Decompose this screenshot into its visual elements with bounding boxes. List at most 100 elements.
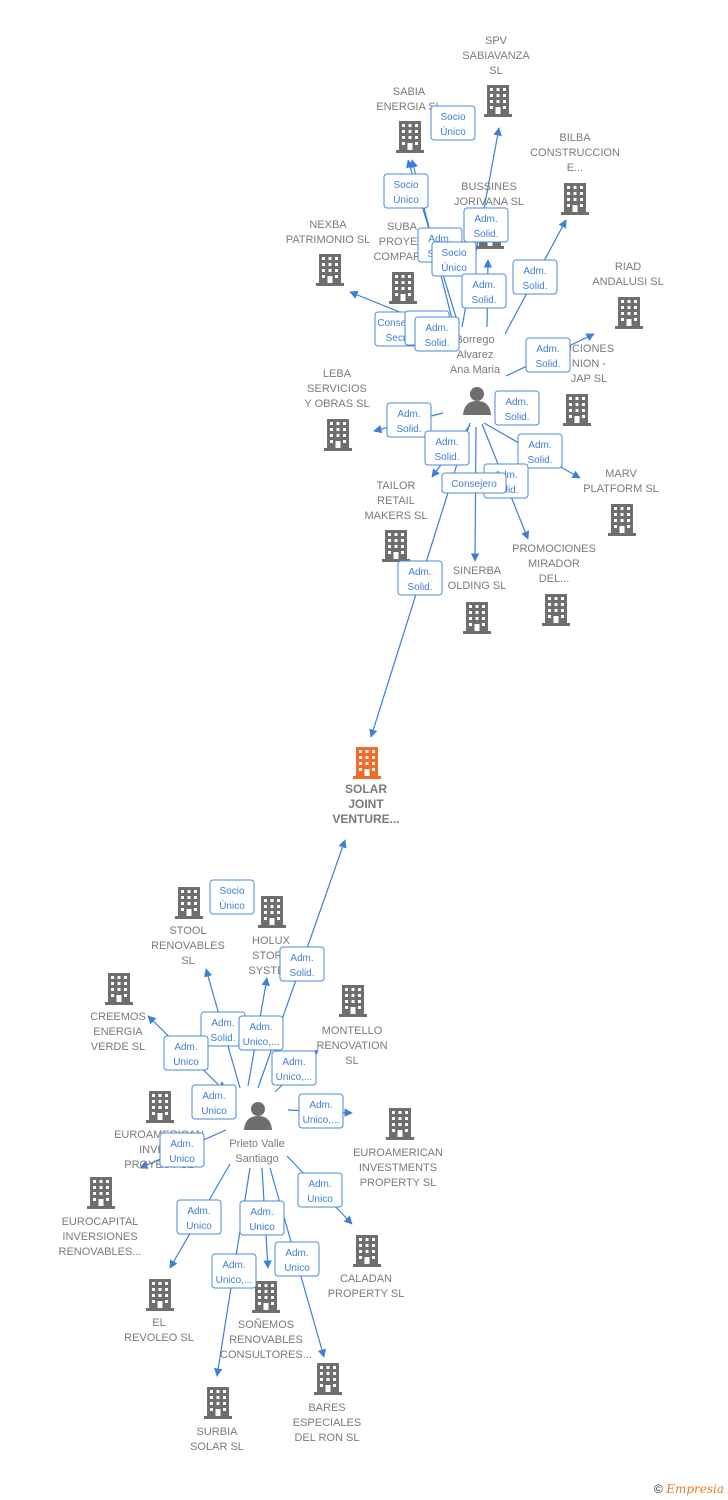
relation-label[interactable]: Adm.Unico — [163, 1035, 209, 1071]
node-bilba[interactable]: BILBACONSTRUCCIONE... — [530, 132, 620, 215]
relation-label[interactable]: Adm.Unico — [159, 1132, 205, 1168]
node-label: MAKERS SL — [365, 510, 428, 522]
node-label: INVERSIONES — [62, 1231, 137, 1243]
relation-box — [383, 173, 429, 209]
node-label: HOLUX — [252, 935, 291, 947]
node-label: SOLAR — [345, 782, 387, 796]
relation-box — [463, 207, 509, 243]
person-icon — [244, 1102, 272, 1130]
relation-text: Solid. — [535, 359, 560, 370]
relation-text: Adm. — [187, 1206, 210, 1217]
relation-label[interactable]: Adm.Unico — [176, 1199, 222, 1235]
building-icon — [561, 183, 589, 215]
node-label: SPV — [485, 35, 508, 47]
relation-box — [239, 1200, 285, 1236]
relation-label[interactable]: Adm.Solid. — [414, 316, 460, 352]
relation-text: Solid. — [434, 452, 459, 463]
node-label: LEBA — [323, 368, 352, 380]
relation-text: Adm. — [474, 214, 497, 225]
node-label: OLDING SL — [448, 580, 507, 592]
node-promociones[interactable]: PROMOCIONESMIRADORDEL... — [512, 543, 596, 626]
relation-label[interactable]: Adm.Solid. — [517, 433, 563, 469]
relation-box — [414, 316, 460, 352]
relation-label[interactable]: Adm.Unico — [297, 1172, 343, 1208]
node-eurocapital[interactable]: EUROCAPITALINVERSIONESRENOVABLES... — [59, 1177, 142, 1258]
relation-text: Solid. — [407, 582, 432, 593]
relation-label[interactable]: Adm.Unico,... — [298, 1093, 344, 1129]
relation-box — [517, 433, 563, 469]
brand-logo[interactable]: Empresia — [666, 1482, 724, 1496]
relation-label[interactable]: Adm.Solid. — [386, 402, 432, 438]
relation-box — [441, 472, 507, 494]
building-icon — [382, 530, 410, 562]
node-label: DEL... — [539, 573, 570, 585]
node-label: SINERBA — [453, 565, 502, 577]
node-sinerba[interactable]: SINERBA OLDING SL — [448, 565, 507, 634]
relation-box — [176, 1199, 222, 1235]
relation-label[interactable]: Adm.Unico — [239, 1200, 285, 1236]
relation-label[interactable]: Adm.Solid. — [279, 946, 325, 982]
relation-label[interactable]: Adm.Solid. — [512, 259, 558, 295]
node-label: BUSSINES — [461, 181, 517, 193]
relation-label[interactable]: Consejero — [441, 472, 507, 494]
node-solar[interactable]: SOLARJOINTVENTURE... — [332, 747, 400, 826]
relation-label[interactable]: Adm.Solid. — [463, 207, 509, 243]
node-label: Ana Maria — [450, 364, 501, 376]
node-label: JAP SL — [571, 373, 608, 385]
node-label: E... — [567, 162, 584, 174]
relation-box — [191, 1084, 237, 1120]
relation-label[interactable]: Adm.Unico,... — [238, 1015, 284, 1051]
node-label: ENERGIA SL — [376, 101, 441, 113]
relation-text: Adm. — [308, 1179, 331, 1190]
node-label: BARES — [308, 1402, 345, 1414]
relation-text: Adm. — [428, 234, 451, 245]
relation-label[interactable]: Adm.Solid. — [461, 273, 507, 309]
relation-label[interactable]: Adm.Unico — [274, 1241, 320, 1277]
building-icon — [146, 1279, 174, 1311]
node-label: Y OBRAS SL — [304, 398, 369, 410]
relations-layer: SocioÚnicoSocioÚnicoAdm.Solid.Adm.Solid.… — [159, 105, 571, 1289]
relation-label[interactable]: Adm.Unico — [191, 1084, 237, 1120]
node-label: MARV — [605, 468, 637, 480]
relation-label[interactable]: Adm.Solid. — [397, 560, 443, 596]
relation-label[interactable]: Adm.Solid. — [494, 390, 540, 426]
relation-label[interactable]: Adm.Solid. — [424, 430, 470, 466]
node-sonemos[interactable]: SOÑEMOSRENOVABLESCONSULTORES... — [220, 1281, 312, 1361]
building-icon — [386, 1108, 414, 1140]
relation-label[interactable]: Adm.Solid. — [525, 337, 571, 373]
building-icon — [396, 121, 424, 153]
relation-label[interactable]: Adm.Unico,... — [271, 1050, 317, 1086]
relation-text: Adm. — [505, 397, 528, 408]
node-label: EUROCAPITAL — [62, 1216, 139, 1228]
relation-box — [238, 1015, 284, 1051]
relation-label[interactable]: Adm.Unico,... — [211, 1253, 257, 1289]
relation-text: Socio — [441, 248, 466, 259]
node-label: SABIAVANZA — [462, 50, 530, 62]
relation-edge — [470, 426, 480, 562]
